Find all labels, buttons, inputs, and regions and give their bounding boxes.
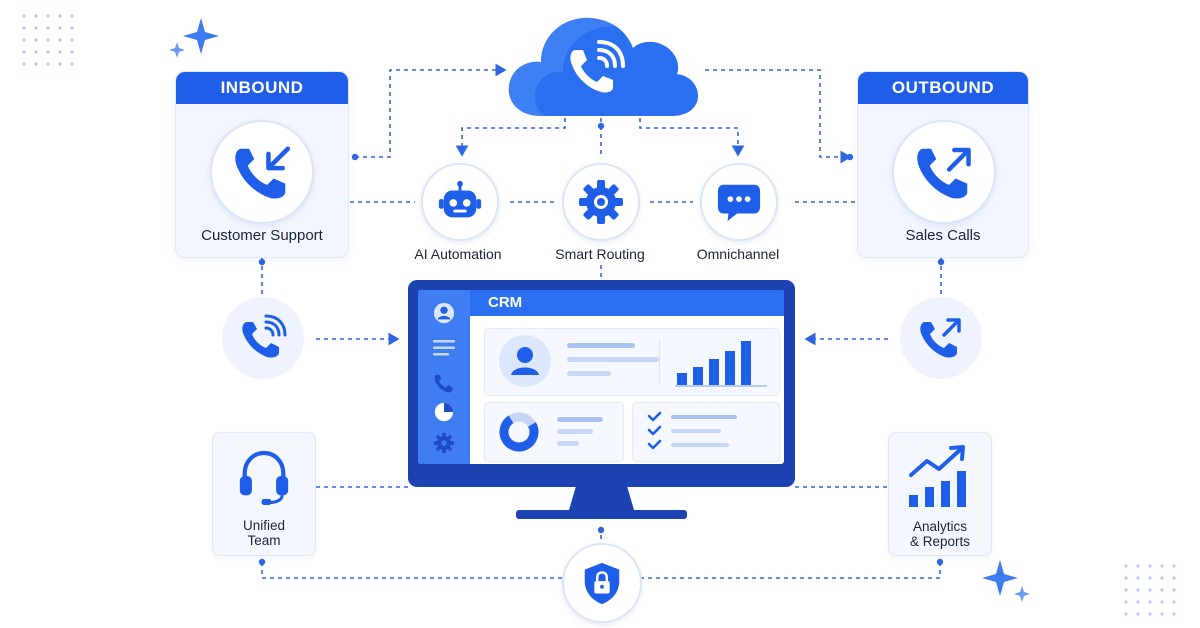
- analytics-line2: & Reports: [909, 534, 971, 549]
- crm-monitor: CRM: [408, 280, 795, 520]
- phone-outgoing-icon: [917, 147, 971, 199]
- inbound-label: Customer Support: [201, 227, 323, 244]
- analytics-reports-card: Analytics & Reports: [888, 432, 992, 556]
- dot-grid-bottom-right: [1120, 560, 1182, 622]
- smart-routing-badge: [562, 163, 640, 241]
- incoming-call-badge: [222, 297, 304, 379]
- crm-sidebar: [418, 290, 470, 464]
- settings-gear-icon[interactable]: [433, 432, 455, 454]
- omnichannel-label: Omnichannel: [696, 246, 780, 262]
- menu-lines-icon[interactable]: [433, 340, 455, 356]
- headset-icon: [239, 450, 289, 505]
- stats-text-line: [557, 429, 593, 434]
- analytics-line1: Analytics: [912, 519, 968, 534]
- security-badge: [562, 543, 642, 623]
- ai-automation-label: AI Automation: [414, 246, 502, 262]
- pie-chart-icon[interactable]: [433, 401, 455, 423]
- robot-icon: [438, 180, 482, 218]
- contact-text-line: [567, 371, 611, 376]
- shield-lock-icon: [584, 562, 620, 605]
- phone-outgoing-icon: [920, 318, 961, 358]
- phone-incoming-icon: [235, 146, 291, 199]
- unified-team-line1: Unified: [242, 518, 286, 533]
- gear-icon: [579, 180, 623, 224]
- cloud-phone-icon: [508, 17, 699, 116]
- contact-text-line: [567, 357, 659, 362]
- stats-text-line: [557, 441, 579, 446]
- sparkle-icon: [169, 18, 219, 58]
- avatar-icon: [511, 347, 539, 375]
- ai-automation-badge: [421, 163, 499, 241]
- omnichannel-badge: [700, 163, 778, 241]
- inbound-phone-badge: [210, 120, 314, 224]
- phone-ringing-icon: [242, 314, 287, 358]
- monitor-stand: [516, 486, 687, 519]
- unified-team-line2: Team: [247, 533, 281, 548]
- crm-stats-card: [484, 402, 624, 462]
- outbound-label: Sales Calls: [905, 227, 981, 244]
- smart-routing-label: Smart Routing: [555, 246, 645, 262]
- sparkle-icon: [982, 560, 1030, 602]
- chat-bubble-icon: [717, 184, 761, 222]
- crm-title: CRM: [488, 294, 523, 311]
- outbound-phone-badge: [892, 120, 996, 224]
- monitor-screen: CRM: [418, 290, 784, 464]
- dot-grid-top-left: [18, 10, 80, 72]
- user-icon[interactable]: [433, 302, 455, 324]
- bar-chart-icon: [675, 341, 767, 387]
- crm-header: CRM: [470, 290, 784, 316]
- outgoing-call-badge: [900, 297, 982, 379]
- crm-tasks-card: [632, 402, 780, 462]
- checklist-icon: [647, 411, 737, 450]
- crm-contact-card: [484, 328, 780, 396]
- outbound-panel: OUTBOUND Sales Calls: [857, 71, 1029, 258]
- unified-team-card: Unified Team: [212, 432, 316, 556]
- inbound-panel: INBOUND Customer Support: [175, 71, 349, 258]
- phone-icon[interactable]: [433, 372, 455, 394]
- analytics-icon: [909, 445, 966, 507]
- card-divider: [659, 339, 660, 385]
- outbound-header: OUTBOUND: [858, 72, 1028, 104]
- stats-text-line: [557, 417, 603, 422]
- contact-text-line: [567, 343, 635, 348]
- donut-chart-icon: [499, 412, 539, 452]
- contact-avatar: [499, 335, 551, 387]
- inbound-header: INBOUND: [176, 72, 348, 104]
